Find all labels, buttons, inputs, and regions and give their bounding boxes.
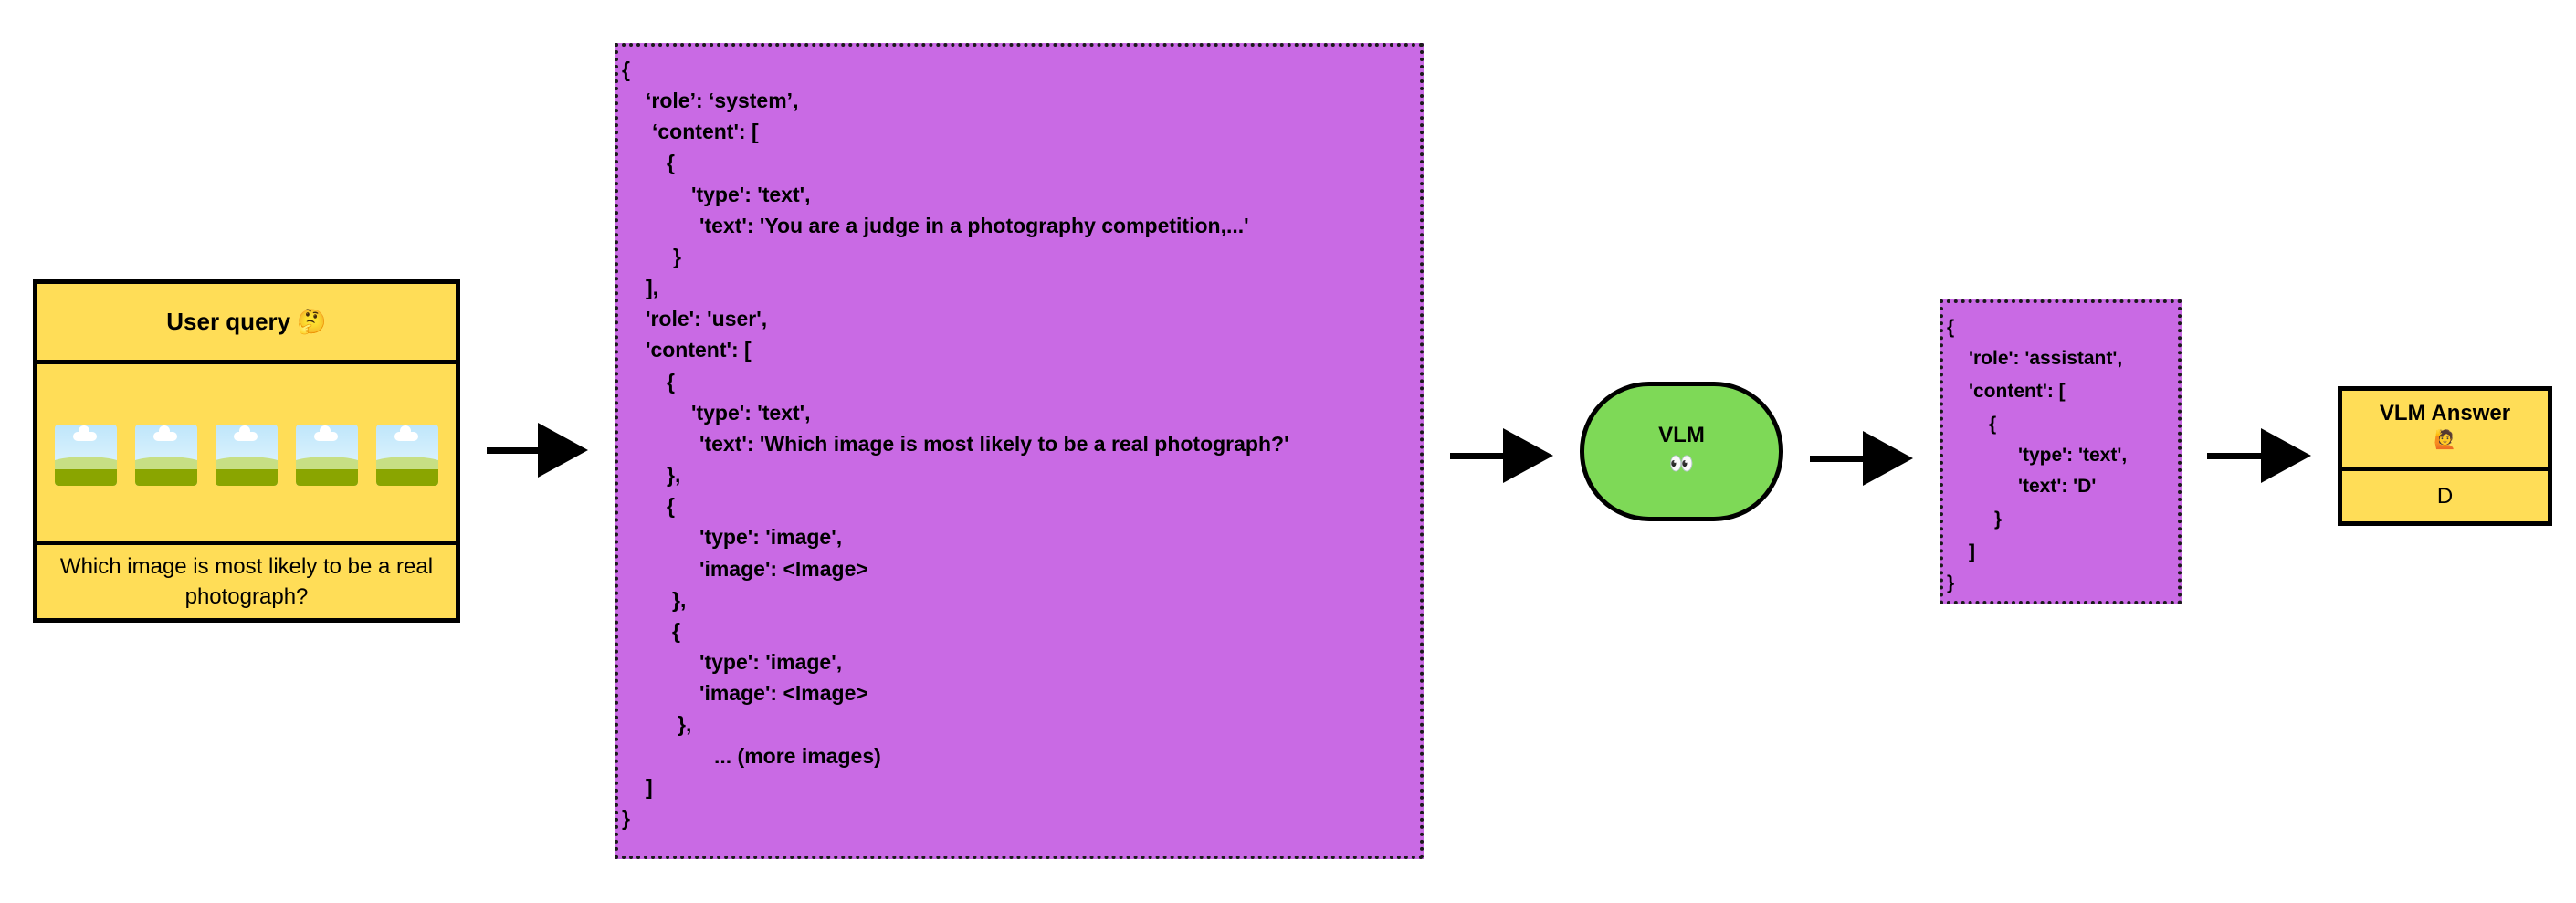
landscape-image-icon [296, 424, 358, 486]
response-message-box: { 'role': 'assistant', 'content': [ { 't… [1940, 299, 2182, 604]
thinking-face-icon: 🤔 [297, 308, 327, 335]
code-line: 'image': <Image> [699, 681, 868, 706]
arrow-right-icon [2207, 428, 2311, 483]
user-query-title: User query [166, 308, 291, 335]
code-line: 'text': 'D' [2018, 476, 2097, 497]
code-line: ] [1969, 541, 1975, 562]
code-line: 'image': <Image> [699, 556, 868, 581]
code-line: }, [667, 463, 681, 488]
user-query-header: User query 🤔 [37, 284, 456, 364]
code-line: } [622, 805, 630, 830]
landscape-image-icon [376, 424, 438, 486]
code-line: { [672, 618, 680, 643]
code-line: }, [678, 712, 692, 737]
code-line: 'content': [ [646, 338, 752, 362]
vlm-label: VLM [1658, 423, 1705, 447]
landscape-image-icon [55, 424, 117, 486]
vlm-answer-card: VLM Answer 🙋 D [2338, 386, 2552, 526]
code-line: } [1994, 509, 2003, 530]
arrow-right-icon [1450, 428, 1553, 483]
code-line: 'type': 'text', [691, 182, 811, 206]
landscape-image-icon [135, 424, 197, 486]
code-line: 'content': [ [1969, 381, 2066, 402]
code-line: { [667, 494, 675, 519]
code-line: { [667, 369, 675, 394]
code-line: ‘role’: ‘system’, [646, 89, 799, 113]
code-line: 'text': 'Which image is most likely to b… [699, 431, 1289, 456]
vlm-answer-title: VLM Answer [2379, 401, 2511, 425]
code-line: { [667, 151, 675, 175]
code-line: 'type': 'image', [699, 650, 843, 675]
code-line: { [1947, 317, 1955, 338]
code-line: ... (more images) [714, 743, 881, 768]
code-line: 'role': 'user', [646, 307, 768, 331]
user-question: Which image is most likely to be a real … [37, 541, 456, 618]
code-line: 'role': 'assistant', [1969, 348, 2123, 369]
code-line: 'type': 'image', [699, 525, 843, 550]
code-line: } [673, 244, 681, 268]
vlm-node: VLM 👀 [1580, 382, 1783, 521]
code-line: ], [646, 276, 659, 300]
code-line: 'type': 'text', [691, 400, 811, 425]
vlm-answer-value: D [2436, 483, 2454, 509]
landscape-image-icon [216, 424, 278, 486]
vlm-answer-header: VLM Answer 🙋 [2342, 391, 2548, 471]
arrow-right-icon [487, 423, 588, 478]
code-line: ] [646, 774, 653, 799]
image-thumbnails [37, 364, 456, 545]
code-line: }, [672, 587, 687, 612]
code-line: 'text': 'You are a judge in a photograph… [699, 213, 1249, 237]
request-messages-box: { ‘role’: ‘system’, ‘content': [ { 'type': '… [615, 43, 1424, 859]
arrow-right-icon [1810, 431, 1913, 486]
user-query-card: User query 🤔 Which image is most likely … [33, 279, 460, 623]
code-line: ‘content': [ [652, 120, 759, 144]
eyes-icon: 👀 [1668, 452, 1695, 475]
raising-hand-icon: 🙋 [2434, 430, 2456, 450]
code-line: } [1947, 572, 1955, 593]
code-line: 'type': 'text', [2018, 445, 2128, 466]
code-line: { [622, 58, 630, 81]
code-line: { [1989, 414, 1997, 435]
